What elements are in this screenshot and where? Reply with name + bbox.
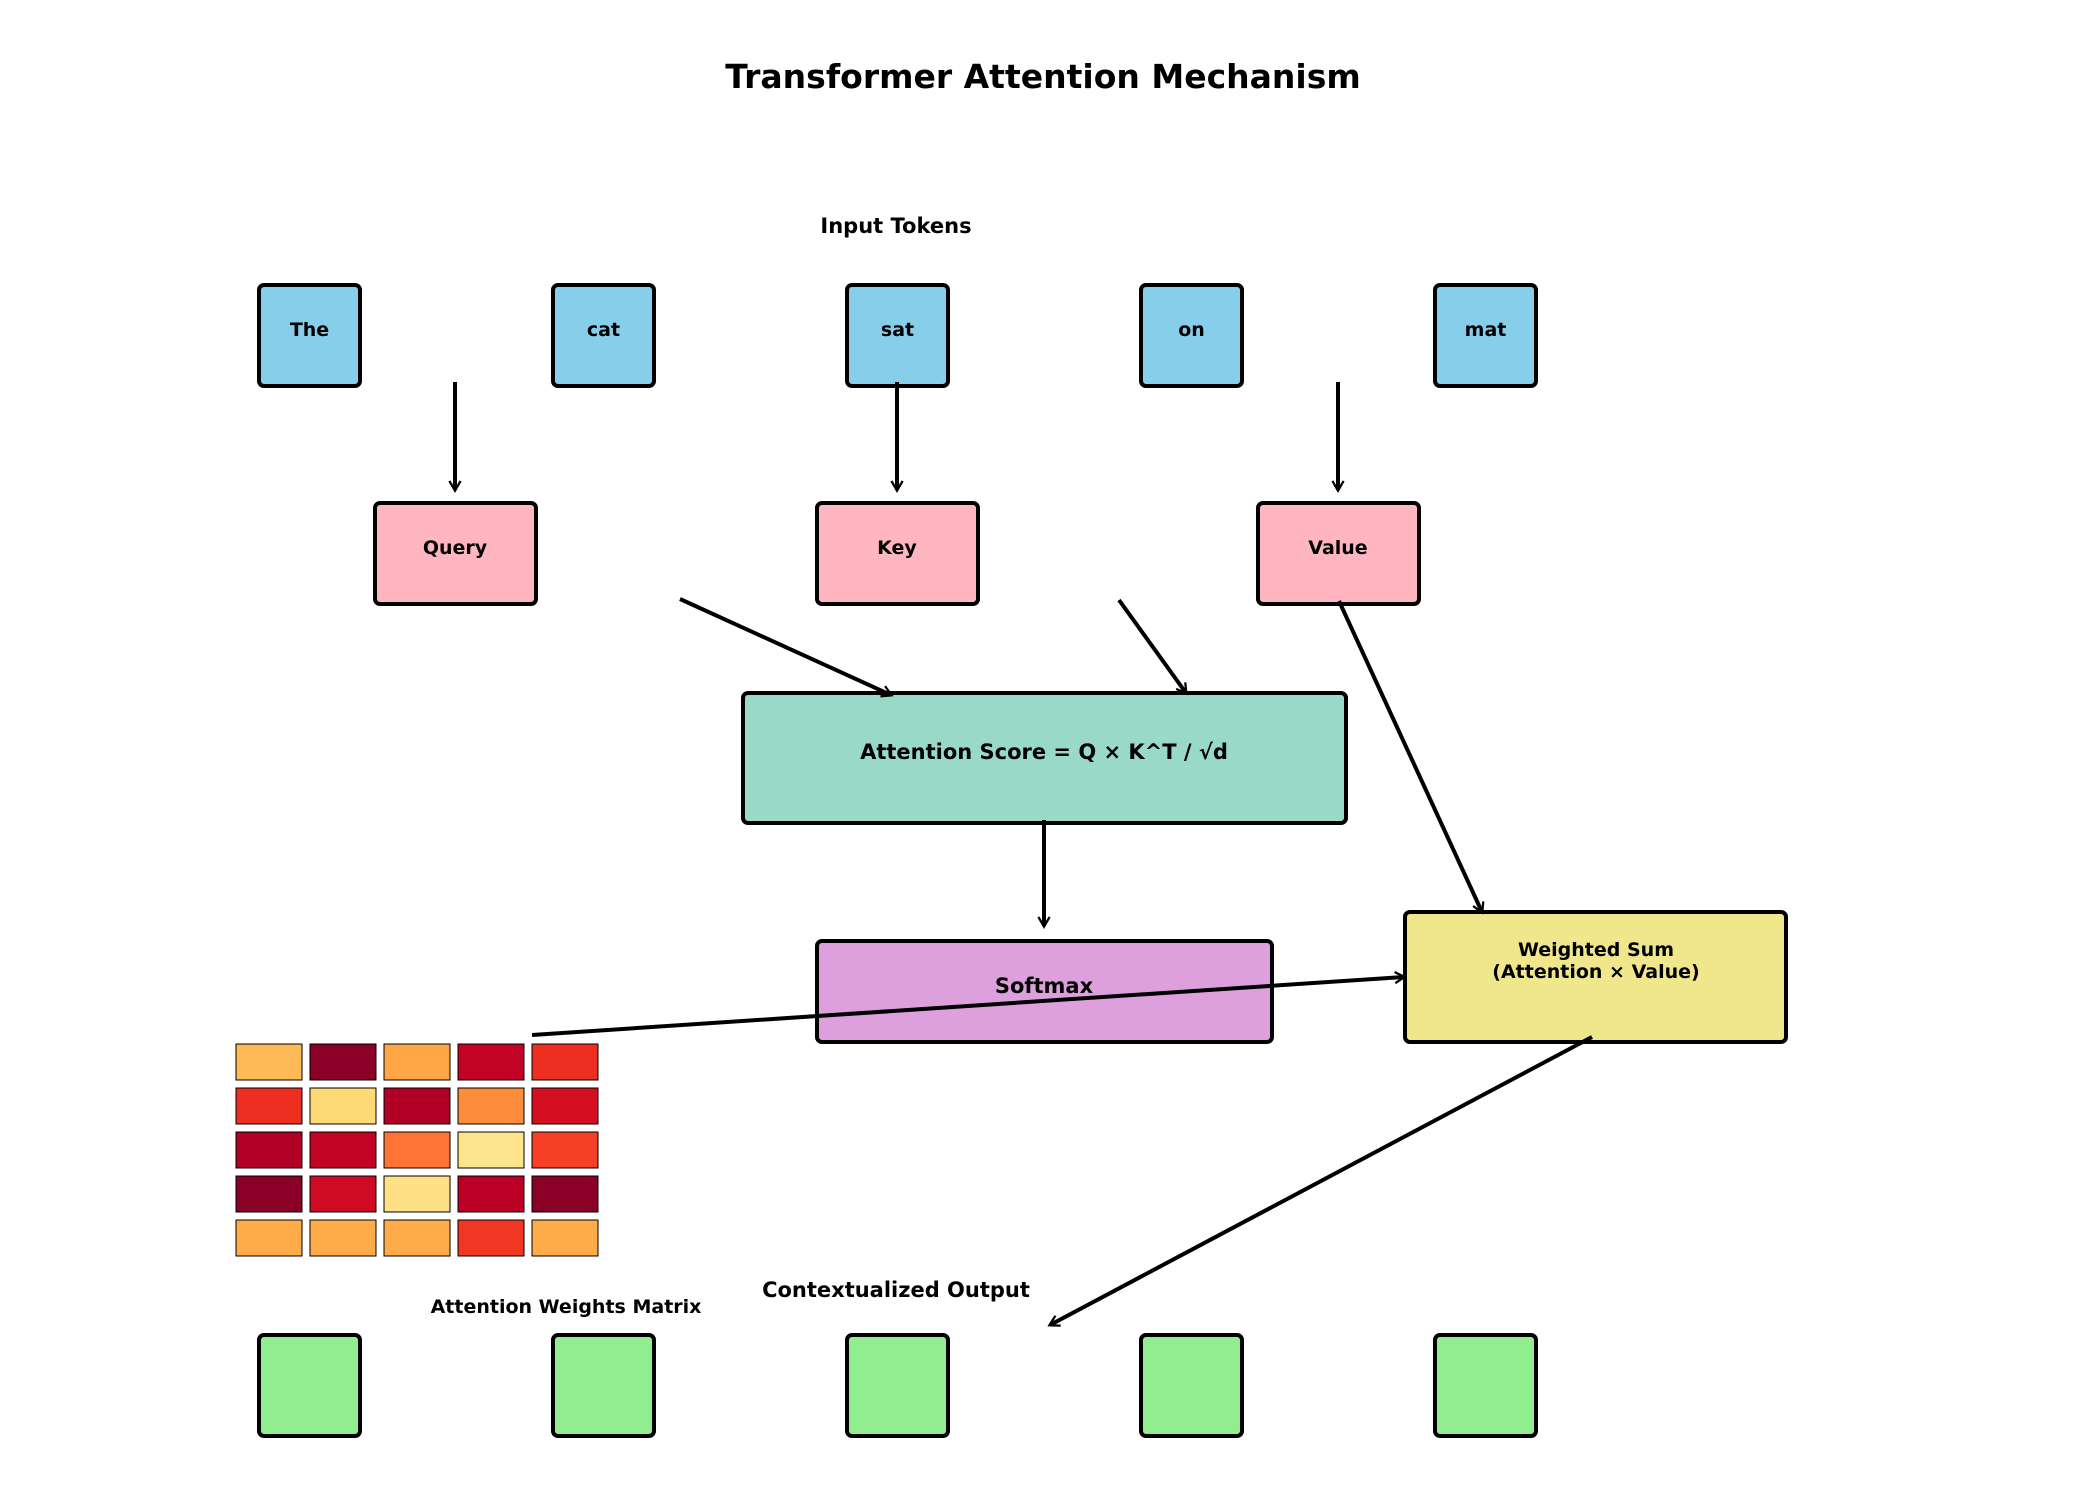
matrix-cell [457, 1175, 525, 1213]
matrix-cell [235, 1087, 303, 1125]
matrix-cell [235, 1043, 303, 1081]
output-token-box [257, 1333, 362, 1438]
output-token-box [1433, 1333, 1538, 1438]
token-box-mat: mat [1433, 283, 1538, 388]
matrix-cell [235, 1219, 303, 1257]
matrix-cell [383, 1175, 451, 1213]
token-label: The [290, 319, 329, 341]
matrix-cell [383, 1043, 451, 1081]
softmax-label: Softmax [995, 974, 1094, 998]
matrix-cell [309, 1175, 377, 1213]
matrix-cell [531, 1175, 599, 1213]
matrix-cell [531, 1043, 599, 1081]
output-token-box [1139, 1333, 1244, 1438]
token-label: on [1178, 319, 1205, 341]
matrix-cell [309, 1219, 377, 1257]
arrows [448, 382, 1593, 1327]
token-rect [257, 283, 362, 388]
matrix-cell [531, 1131, 599, 1169]
matrix-cell [235, 1175, 303, 1213]
token-box-on: on [1139, 283, 1244, 388]
query-box: Query [373, 501, 538, 606]
output-token-box [845, 1333, 950, 1438]
token-rect [1139, 283, 1244, 388]
matrix-cell [235, 1131, 303, 1169]
matrix-cell [383, 1087, 451, 1125]
matrix-cell [383, 1131, 451, 1169]
weighted-sum-label-line1: Weighted Sum [1518, 939, 1674, 961]
key-label: Key [877, 537, 917, 559]
attention-matrix-label: Attention Weights Matrix [431, 1296, 702, 1318]
matrix-cell [309, 1043, 377, 1081]
token-box-sat: sat [845, 283, 950, 388]
matrix-cell [531, 1087, 599, 1125]
token-rect [551, 283, 656, 388]
token-label: cat [587, 319, 620, 341]
arrow-query-to-score [679, 597, 894, 698]
matrix-cell [383, 1219, 451, 1257]
output-token-box [551, 1333, 656, 1438]
token-label: mat [1465, 319, 1507, 341]
contextualized-output-label: Contextualized Output [762, 1278, 1030, 1302]
weighted-sum-box: Weighted Sum (Attention × Value) [1403, 910, 1788, 1044]
matrix-cell [309, 1131, 377, 1169]
input-tokens-label: Input Tokens [820, 214, 971, 238]
matrix-cell [457, 1043, 525, 1081]
matrix-cell [457, 1131, 525, 1169]
token-label: sat [881, 319, 914, 341]
arrow-matrix-to-weighted-sum [531, 971, 1407, 1037]
attention-score-box: Attention Score = Q × K^T / √d [741, 691, 1348, 825]
weighted-sum-label-line2: (Attention × Value) [1492, 961, 1699, 983]
arrow-value-to-weighted-sum [1337, 600, 1485, 915]
attention-score-label: Attention Score = Q × K^T / √d [860, 740, 1228, 764]
token-box-the: The [257, 283, 362, 388]
matrix-cell [309, 1087, 377, 1125]
value-box: Value [1256, 501, 1421, 606]
value-label: Value [1308, 537, 1367, 559]
matrix-cell [457, 1219, 525, 1257]
key-box: Key [815, 501, 980, 606]
softmax-box: Softmax [815, 939, 1274, 1044]
arrow-weighted-sum-to-output [1047, 1035, 1593, 1327]
diagram-title: Transformer Attention Mechanism [725, 57, 1360, 96]
arrow-key-to-score [1117, 598, 1188, 696]
output-tokens [257, 1333, 1538, 1438]
input-tokens: The cat sat on mat [257, 283, 1538, 388]
token-box-cat: cat [551, 283, 656, 388]
matrix-cell [531, 1219, 599, 1257]
matrix-cell [457, 1087, 525, 1125]
query-label: Query [423, 537, 488, 559]
attention-weights-matrix [235, 1043, 599, 1257]
token-rect [1433, 283, 1538, 388]
